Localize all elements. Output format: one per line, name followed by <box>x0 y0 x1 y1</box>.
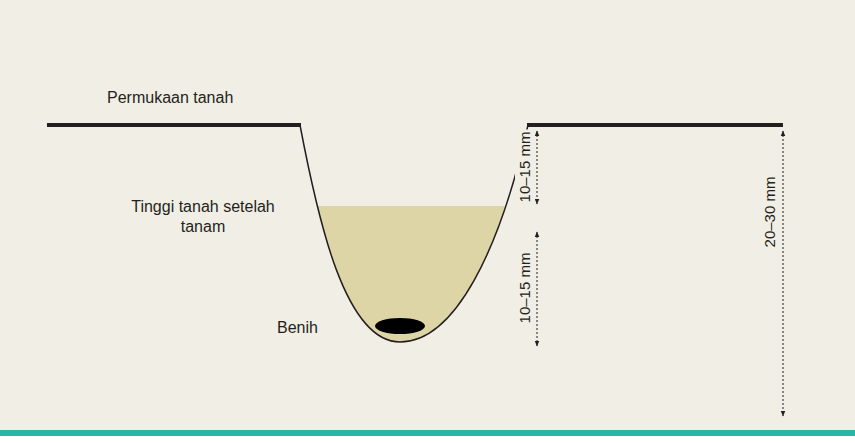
dimension-line <box>783 131 784 416</box>
seed <box>375 318 425 334</box>
soil-fill <box>300 206 528 342</box>
ground-surface <box>527 123 783 127</box>
footer-bar <box>0 430 855 436</box>
soil-level-label: Tinggi tanah setelah tanam <box>112 197 294 237</box>
hole-outline <box>300 125 528 342</box>
ground-label: Permukaan tanah <box>107 88 233 108</box>
dimension-label: 20–30 mm <box>760 175 780 250</box>
footer-margin <box>0 436 855 443</box>
background <box>0 0 855 430</box>
dimension-label: 10–15 mm <box>515 251 535 326</box>
dimension-line <box>537 131 538 204</box>
ground-surface <box>47 123 301 127</box>
dimension-line <box>537 232 538 346</box>
dimension-label: 10–15 mm <box>515 130 535 205</box>
seed-label: Benih <box>277 318 318 338</box>
